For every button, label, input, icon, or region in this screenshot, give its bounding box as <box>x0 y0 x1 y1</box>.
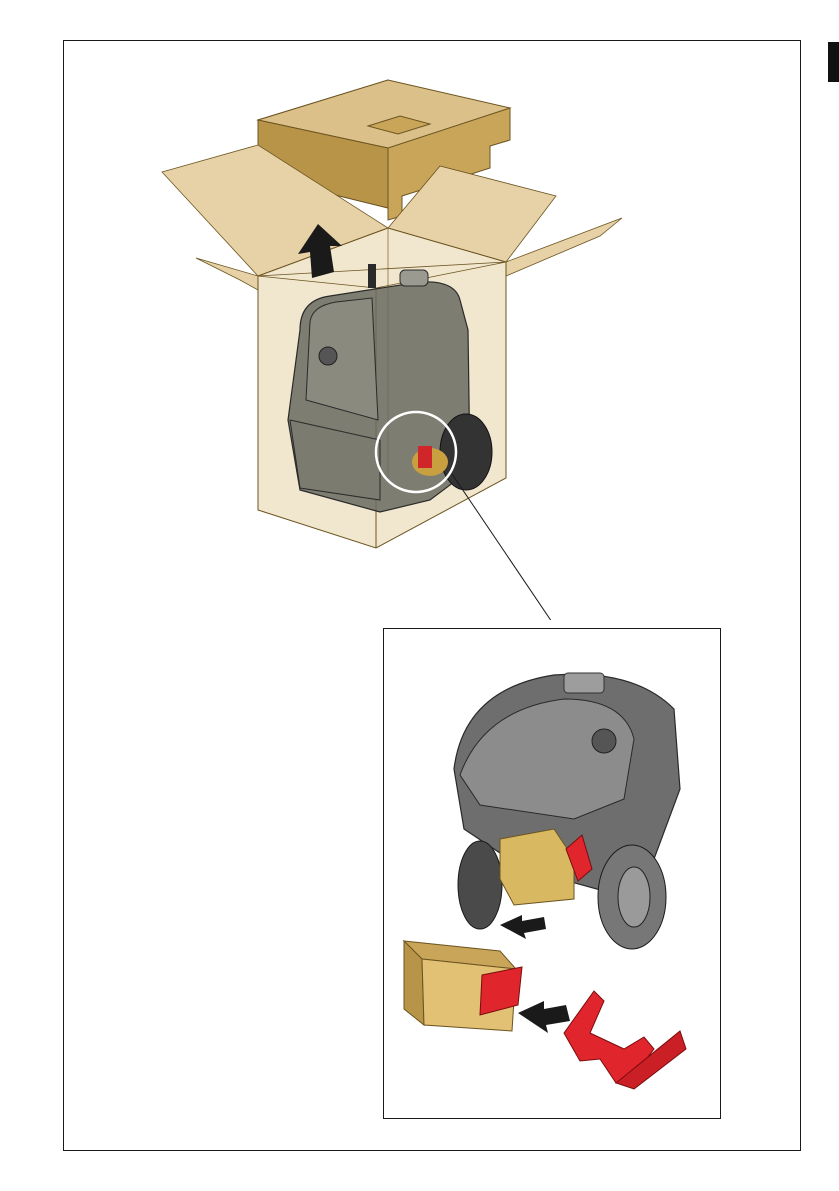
detail-inset-frame <box>383 628 721 1119</box>
removed-red-bracket <box>564 991 686 1089</box>
detail-illustration <box>384 629 720 1118</box>
remove-block-arrow <box>500 915 546 939</box>
unboxing-illustration <box>0 0 839 620</box>
machine-front-view <box>454 673 680 949</box>
removed-packing-block <box>404 941 522 1031</box>
remove-bracket-arrow <box>518 1001 570 1033</box>
